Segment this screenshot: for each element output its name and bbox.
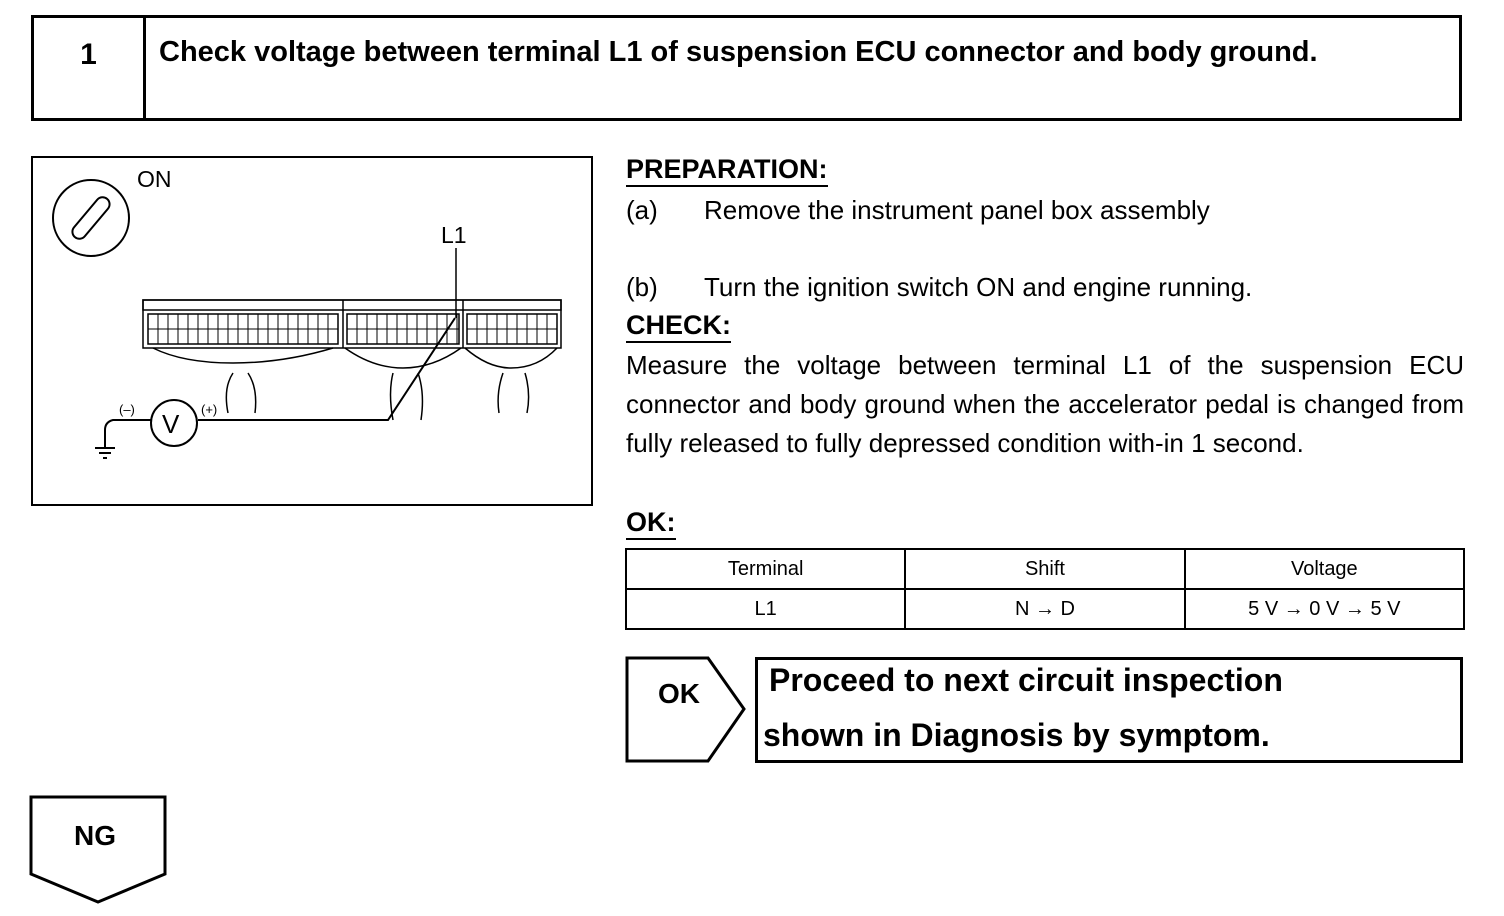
- ok-arrow-shape: [625, 656, 746, 763]
- connector-illustration: ON L1 V (–) (+): [31, 156, 593, 506]
- negative-probe-label: (–): [119, 402, 135, 417]
- step-a-text: Remove the instrument panel box assembly: [704, 195, 1210, 225]
- step-b-text: Turn the ignition switch ON and engine r…: [704, 272, 1253, 302]
- table-header-row: Terminal Shift Voltage: [624, 548, 1466, 590]
- table-header-terminal: Terminal: [624, 548, 907, 590]
- step-header: 1 Check voltage between terminal L1 of s…: [31, 15, 1462, 121]
- connector-hood: [152, 347, 558, 369]
- preparation-heading: PREPARATION:: [626, 154, 828, 187]
- table-row: L1 N → D 5 V → 0 V → 5 V: [624, 588, 1466, 630]
- ground-icon: [95, 447, 115, 459]
- table-cell-voltage: 5 V → 0 V → 5 V: [1183, 588, 1466, 630]
- step-a-label: (a): [626, 195, 658, 225]
- table-cell-terminal: L1: [624, 588, 907, 630]
- terminal-l1-label: L1: [441, 222, 467, 248]
- step-number: 1: [34, 18, 146, 118]
- ok-arrow-label: OK: [658, 678, 700, 709]
- table-header-voltage: Voltage: [1183, 548, 1466, 590]
- ok-spec-table: Terminal Shift Voltage L1 N → D 5 V → 0 …: [624, 548, 1466, 630]
- table-cell-shift: N → D: [904, 588, 1186, 630]
- probe-wire: [198, 317, 456, 421]
- positive-probe-label: (+): [201, 402, 218, 417]
- ok-result-box: Proceed to next circuit inspection shown…: [755, 657, 1463, 763]
- ng-arrow-shape: [29, 795, 167, 904]
- ng-arrow-label: NG: [74, 820, 116, 851]
- step-b-label: (b): [626, 272, 658, 302]
- ignition-on-label: ON: [137, 166, 172, 192]
- voltmeter-icon: [150, 399, 198, 447]
- ok-heading: OK:: [626, 507, 676, 540]
- table-header-shift: Shift: [904, 548, 1186, 590]
- preparation-step-b: (b) Turn the ignition switch ON and engin…: [626, 272, 1252, 302]
- wire-harness: [225, 372, 530, 421]
- check-text: Measure the voltage between terminal L1 …: [626, 350, 1464, 458]
- ground-wire: [104, 419, 151, 448]
- ok-result-line-1: Proceed to next circuit inspection: [769, 662, 1283, 698]
- preparation-step-a: (a) Remove the instrument panel box assem…: [626, 195, 1210, 225]
- ignition-key-icon: [52, 179, 130, 257]
- ok-result-line-2: shown in Diagnosis by symptom.: [763, 717, 1270, 753]
- step-title: Check voltage between terminal L1 of sus…: [159, 36, 1318, 68]
- ecu-connector-icon: [142, 299, 562, 349]
- voltmeter-symbol: V: [162, 409, 180, 439]
- check-heading: CHECK:: [626, 310, 731, 343]
- wiring-diagram: [52, 179, 562, 459]
